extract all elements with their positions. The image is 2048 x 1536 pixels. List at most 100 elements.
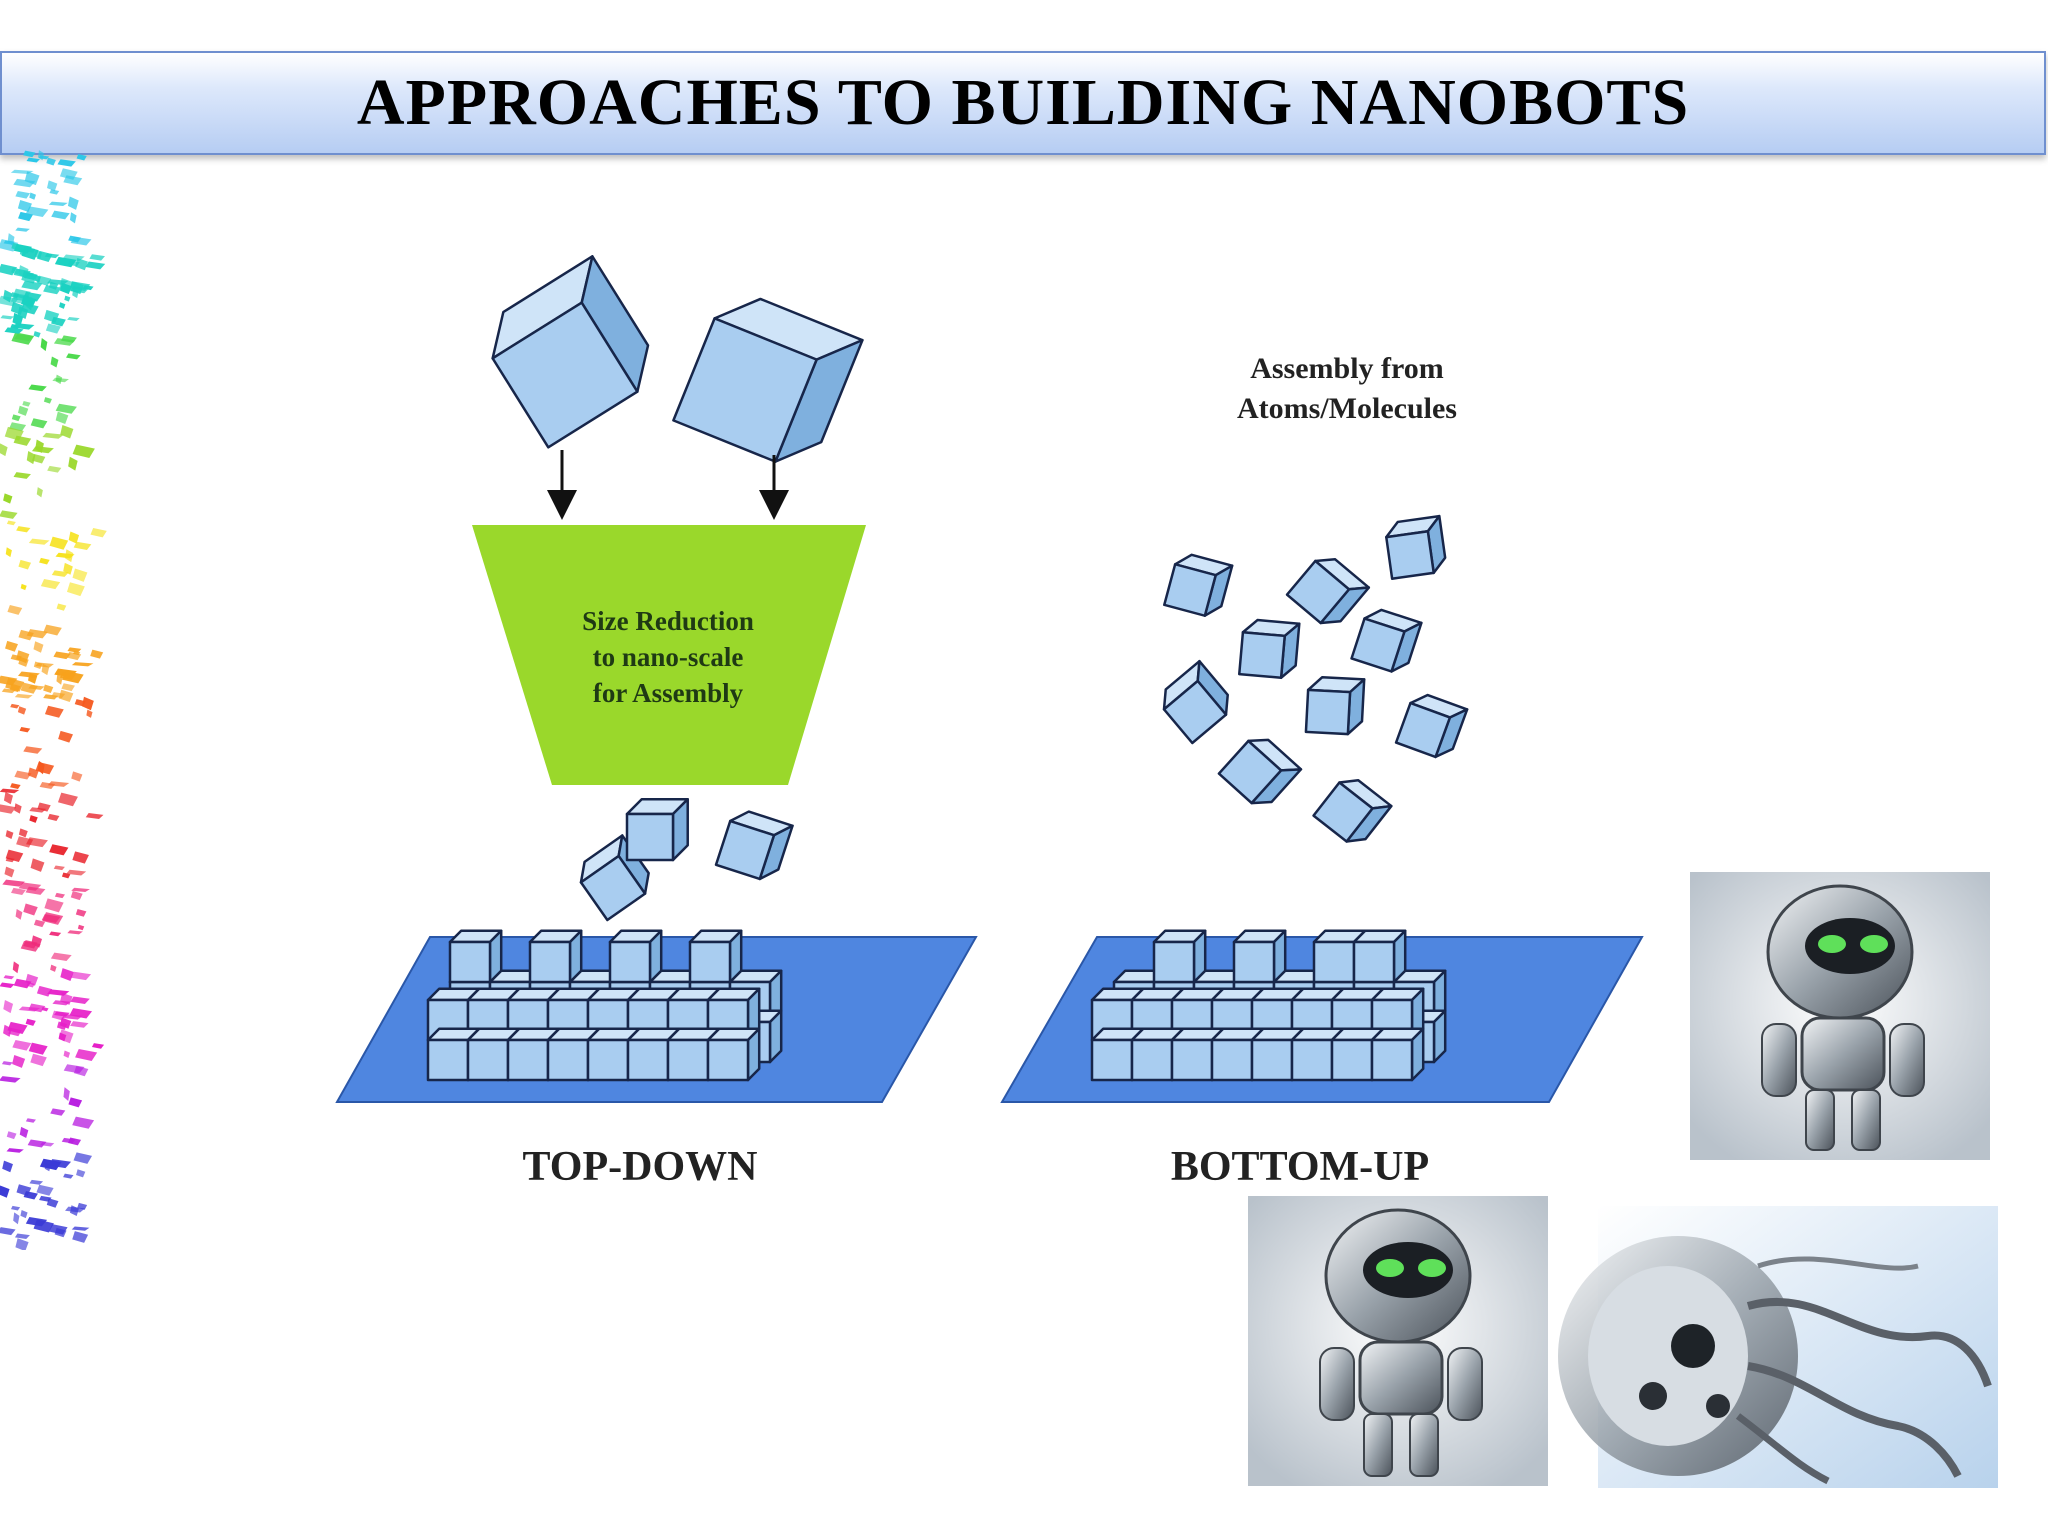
confetti-piece: [55, 411, 69, 425]
confetti-piece: [8, 1027, 22, 1037]
confetti-piece: [12, 1039, 32, 1051]
confetti-piece: [59, 302, 66, 309]
confetti-decoration: [0, 150, 107, 1250]
confetti-piece: [22, 401, 31, 407]
confetti-piece: [52, 377, 69, 383]
confetti-piece: [11, 887, 26, 895]
confetti-piece: [25, 886, 46, 895]
confetti-piece: [16, 836, 34, 848]
confetti-piece: [3, 289, 13, 303]
confetti-piece: [71, 887, 90, 893]
confetti-piece: [2, 1160, 13, 1173]
confetti-piece: [58, 1032, 67, 1042]
confetti-piece: [14, 770, 32, 780]
large-block-right: [672, 297, 864, 463]
confetti-piece: [71, 1226, 90, 1231]
confetti-piece: [50, 356, 59, 368]
confetti-piece: [51, 316, 66, 327]
molecule-block-2: [1285, 558, 1371, 625]
confetti-piece: [28, 685, 45, 690]
confetti-piece: [7, 233, 15, 246]
confetti-piece: [26, 296, 33, 311]
confetti-piece: [35, 439, 44, 454]
confetti-piece: [44, 898, 64, 913]
confetti-piece: [18, 828, 28, 838]
confetti-piece: [3, 975, 15, 980]
confetti-piece: [72, 1116, 95, 1129]
molecule-block-8: [1394, 693, 1469, 759]
confetti-piece: [6, 1148, 24, 1153]
confetti-piece: [45, 323, 61, 334]
confetti-piece: [43, 397, 52, 404]
confetti-piece: [0, 443, 8, 457]
molecule-block-4: [1237, 618, 1301, 680]
confetti-piece: [63, 1064, 85, 1074]
confetti-piece: [56, 603, 67, 611]
confetti-piece: [39, 782, 56, 789]
confetti-piece: [0, 315, 15, 320]
confetti-piece: [74, 699, 86, 707]
confetti-piece: [14, 1233, 30, 1239]
confetti-piece: [15, 909, 23, 920]
confetti-piece: [0, 982, 15, 988]
confetti-piece: [36, 487, 43, 498]
confetti-piece: [43, 285, 62, 295]
confetti-piece: [0, 804, 17, 814]
confetti-piece: [27, 767, 39, 779]
confetti-piece: [27, 1139, 47, 1148]
molecule-block-3: [1385, 514, 1447, 580]
confetti-piece: [72, 1231, 89, 1243]
confetti-piece: [43, 694, 59, 700]
label-top-down: TOP-DOWN: [523, 1144, 758, 1190]
confetti-piece: [14, 693, 33, 699]
confetti-piece: [59, 1017, 72, 1029]
molecule-block-7: [1304, 675, 1366, 736]
confetti-piece: [35, 761, 55, 775]
nanobot-photo: [1558, 1206, 1998, 1488]
confetti-piece: [49, 536, 69, 550]
confetti-piece: [67, 260, 80, 267]
confetti-piece: [70, 1021, 89, 1028]
confetti-piece: [43, 684, 54, 693]
confetti-piece: [23, 746, 43, 754]
confetti-piece: [53, 651, 71, 660]
confetti-piece: [7, 605, 23, 615]
confetti-piece: [25, 973, 39, 986]
confetti-piece: [0, 510, 18, 519]
confetti-piece: [0, 1076, 21, 1083]
confetti-piece: [69, 212, 77, 224]
confetti-piece: [89, 254, 105, 261]
confetti-piece: [37, 802, 51, 812]
confetti-piece: [54, 1227, 67, 1238]
confetti-piece: [26, 247, 36, 253]
confetti-piece: [12, 323, 35, 330]
confetti-piece: [30, 1053, 47, 1067]
stack-right-top-cube: [1352, 929, 1407, 984]
robot-figure-1: [1761, 884, 1925, 1151]
confetti-piece: [32, 454, 46, 464]
confetti-piece: [50, 952, 72, 961]
confetti-piece: [19, 726, 31, 733]
confetti-piece: [5, 857, 15, 863]
confetti-piece: [23, 150, 36, 158]
confetti-piece: [66, 869, 87, 876]
stack-left-top-cube: [608, 929, 663, 984]
stack-left-top-cube: [448, 929, 503, 984]
confetti-piece: [16, 1184, 32, 1196]
confetti-piece: [70, 996, 90, 1004]
bottom-up-structure: [1090, 929, 1447, 1082]
confetti-piece: [66, 353, 81, 360]
title-bar: APPROACHES TO BUILDING NANOBOTS: [0, 51, 2046, 155]
confetti-piece: [85, 813, 104, 820]
confetti-piece: [90, 528, 107, 538]
confetti-piece: [40, 338, 48, 352]
confetti-piece: [68, 456, 78, 471]
confetti-piece: [67, 316, 80, 322]
confetti-piece: [68, 531, 80, 544]
confetti-piece: [25, 1118, 36, 1123]
confetti-piece: [23, 903, 38, 916]
molecule-block-10: [1312, 778, 1393, 843]
confetti-piece: [51, 570, 69, 577]
confetti-piece: [4, 327, 24, 334]
confetti-piece: [71, 771, 83, 782]
